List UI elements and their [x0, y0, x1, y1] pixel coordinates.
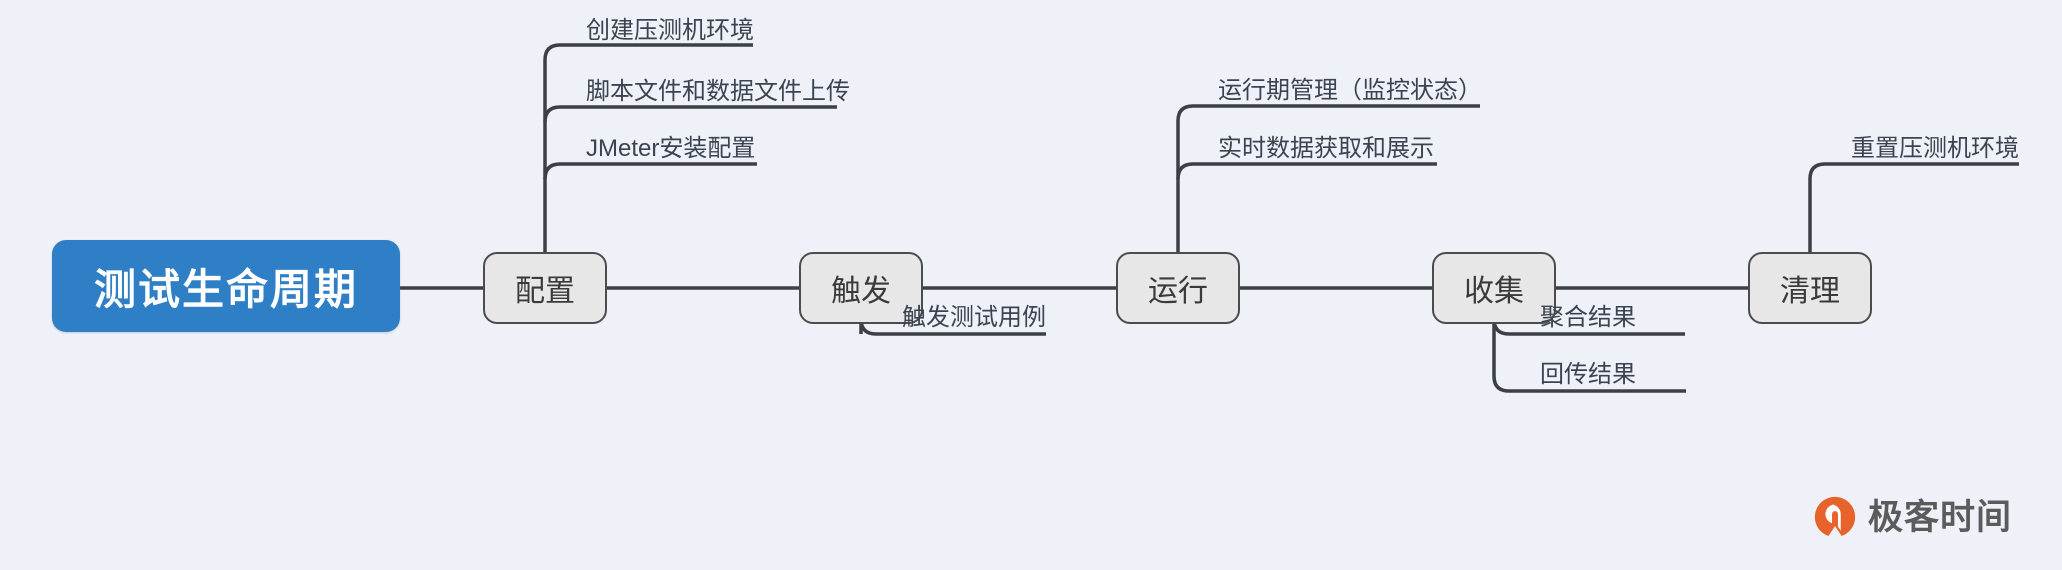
leaf-label-trigger-1[interactable]: 触发测试用例: [902, 304, 1046, 331]
leaf-label-run-2[interactable]: 实时数据获取和展示: [1218, 135, 1434, 162]
leaf-label-run-1[interactable]: 运行期管理（监控状态）: [1218, 77, 1482, 104]
leaf-label-config-2[interactable]: 脚本文件和数据文件上传: [586, 78, 850, 105]
leaf-label-config-3[interactable]: JMeter安装配置: [586, 135, 756, 162]
branch-run-2: [1176, 162, 1437, 180]
branch-config-3: [543, 162, 757, 180]
stage-node-run[interactable]: 运行: [1116, 252, 1240, 324]
stage-node-config-label: 配置: [515, 275, 575, 308]
stage-node-trigger[interactable]: 触发: [799, 252, 923, 324]
root-node-label: 测试生命周期: [93, 265, 358, 313]
leaf-label-cleanup-1[interactable]: 重置压测机环境: [1851, 135, 2019, 162]
geektime-logo-icon: [1814, 496, 1856, 536]
stage-node-trigger-label: 触发: [831, 275, 891, 308]
branch-config-2: [543, 105, 837, 123]
leaf-label-collect-2[interactable]: 回传结果: [1540, 361, 1636, 388]
stage-node-config[interactable]: 配置: [483, 252, 607, 324]
root-node[interactable]: 测试生命周期: [52, 240, 400, 332]
branch-run-1: [1176, 104, 1480, 122]
geektime-watermark: 极客时间: [1812, 494, 2012, 540]
stage-node-cleanup[interactable]: 清理: [1748, 252, 1872, 324]
stage-node-collect[interactable]: 收集: [1432, 252, 1556, 324]
stage-node-run-label: 运行: [1148, 275, 1208, 308]
branch-cleanup-1: [1808, 162, 2019, 180]
branch-config-1: [543, 43, 753, 61]
leaf-label-collect-1[interactable]: 聚合结果: [1540, 304, 1636, 331]
leaf-label-config-1[interactable]: 创建压测机环境: [586, 17, 754, 44]
stage-node-collect-label: 收集: [1464, 275, 1524, 308]
stage-node-cleanup-label: 清理: [1780, 275, 1840, 308]
geektime-logo-text: 极客时间: [1868, 497, 2013, 537]
